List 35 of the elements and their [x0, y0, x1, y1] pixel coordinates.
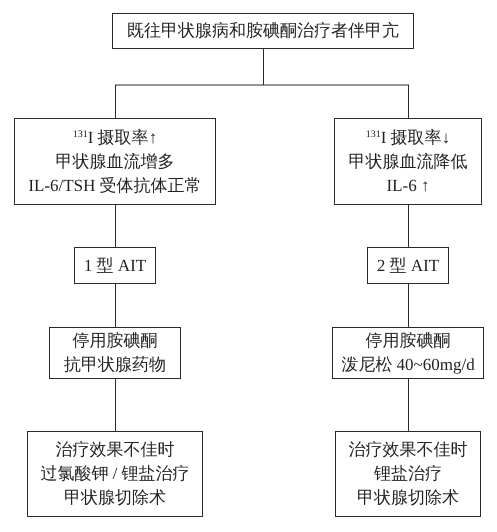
box-text: IL-6/TSH 受体抗体正常	[28, 174, 202, 196]
box-text: 1 型 AIT	[84, 254, 146, 276]
connector-line	[263, 48, 409, 118]
connector-line	[115, 204, 116, 248]
box-text: $^{131}$I 摄取率↑	[72, 126, 158, 148]
box-text: 甲状腺血流增多	[56, 150, 174, 172]
box-text: 抗甲状腺药物	[64, 354, 166, 376]
box-text: 甲状腺切除术	[64, 487, 166, 509]
box-text: 甲状腺血流降低	[348, 150, 468, 172]
process-box	[367, 247, 449, 284]
process-box	[14, 118, 216, 205]
connector-line	[115, 284, 116, 328]
box-text: 2 型 AIT	[376, 254, 440, 276]
box-text: 停用胺碘酮	[366, 330, 450, 352]
box-text: 泼尼松 40~60mg/d	[341, 354, 475, 376]
box-text: 治疗效果不佳时	[56, 439, 174, 461]
box-text: 既往甲状腺病和胺碘酮治疗者伴甲亢	[127, 20, 399, 42]
box-text: 停用胺碘酮	[72, 330, 158, 352]
box-text: 过氯酸钾 / 锂盐治疗	[40, 463, 190, 485]
process-box	[332, 327, 484, 379]
process-box	[27, 431, 203, 517]
box-text: $^{131}$I 摄取率↓	[366, 126, 450, 148]
box-text: 锂盐治疗	[374, 463, 442, 485]
box-text: IL-6 ↑	[386, 174, 430, 196]
process-box	[74, 247, 156, 284]
process-box	[112, 13, 414, 49]
process-box	[49, 327, 181, 379]
connector-line	[408, 378, 409, 432]
process-box	[334, 118, 482, 205]
box-text: 甲状腺切除术	[357, 487, 459, 509]
connector-line	[408, 284, 409, 328]
process-box	[335, 431, 481, 517]
connector-line	[408, 204, 409, 248]
connector-line	[115, 378, 116, 432]
box-text: 治疗效果不佳时	[348, 439, 468, 461]
